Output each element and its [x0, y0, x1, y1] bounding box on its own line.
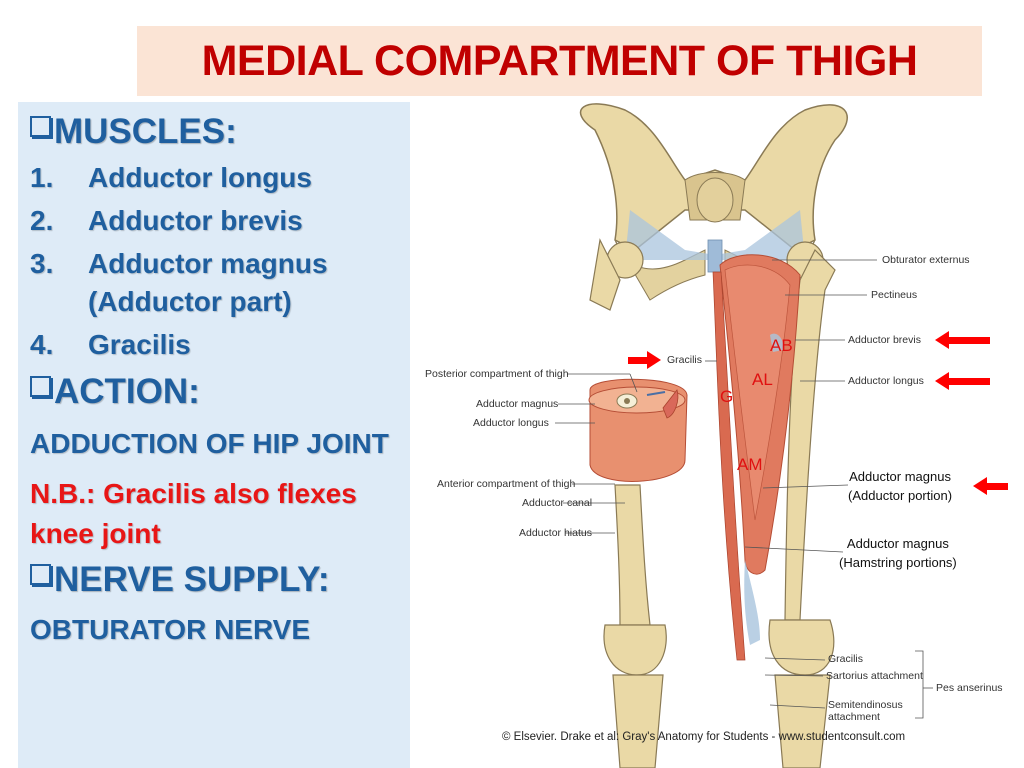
nerve-heading: NERVE SUPPLY:: [30, 558, 400, 602]
checkbox-bullet-icon: [30, 376, 51, 397]
list-item-text: Gracilis: [88, 329, 191, 360]
abbr-ab: AB: [770, 336, 793, 355]
arrow-gracilis-icon: [628, 351, 661, 369]
list-item-text: Adductor longus: [88, 162, 312, 193]
label-anterior-compartment: Anterior compartment of thigh: [437, 478, 576, 490]
list-item-text: Adductor brevis: [88, 205, 303, 236]
arrow-adductor-longus-icon: [935, 372, 990, 390]
adductor-muscles-illustration: [712, 254, 801, 661]
label-gracilis: Gracilis: [667, 354, 703, 366]
abbr-al: AL: [752, 370, 773, 389]
list-item: 4. Gracilis: [30, 326, 400, 364]
label-adductor-longus-left: Adductor longus: [473, 417, 549, 429]
list-item-number: 3.: [30, 248, 54, 279]
nb-note: N.B.: Gracilis also flexes knee joint: [30, 478, 357, 549]
list-item: 1. Adductor longus: [30, 159, 400, 197]
left-text-panel: MUSCLES: 1. Adductor longus 2. Adductor br…: [18, 102, 410, 768]
nerve-text: OBTURATOR NERVE: [30, 614, 311, 645]
label-obturator-externus: Obturator externus: [882, 254, 970, 266]
list-item-number: 2.: [30, 205, 54, 236]
label-adductor-longus: Adductor longus: [848, 375, 924, 387]
list-item: 3. Adductor magnus (Adductor part): [30, 245, 400, 321]
label-adductor-hiatus: Adductor hiatus: [519, 527, 592, 539]
muscles-list: 1. Adductor longus 2. Adductor brevis 3. Ad…: [30, 159, 400, 364]
abbr-am: AM: [737, 455, 763, 474]
callout-magnus-adductor-line2: (Adductor portion): [848, 488, 953, 503]
list-item-number: 1.: [30, 162, 54, 193]
list-item-number: 4.: [30, 329, 54, 360]
muscles-heading: MUSCLES:: [30, 110, 400, 154]
right-femur-illustration: [768, 241, 836, 768]
arrow-adductor-brevis-icon: [935, 331, 990, 349]
label-posterior-compartment: Posterior compartment of thigh: [425, 368, 569, 380]
action-heading-text: ACTION:: [54, 372, 200, 411]
callout-magnus-hamstring-line1: Adductor magnus: [846, 536, 949, 551]
title-banner: MEDIAL COMPARTMENT OF THIGH: [137, 26, 982, 96]
label-pectineus: Pectineus: [871, 289, 918, 301]
anatomy-figure: Obturator externus Pectineus Adductor br…: [415, 100, 1024, 768]
label-adductor-magnus: Adductor magnus: [476, 398, 559, 410]
action-text: ADDUCTION OF HIP JOINT: [30, 428, 389, 459]
figure-credit: © Elsevier. Drake et al: Gray's Anatomy …: [502, 731, 906, 743]
leader-lines: [555, 259, 933, 719]
list-item-text: Adductor magnus (Adductor part): [88, 248, 328, 317]
checkbox-bullet-icon: [30, 564, 51, 585]
list-item: 2. Adductor brevis: [30, 202, 400, 240]
action-heading: ACTION:: [30, 370, 400, 414]
callout-magnus-adductor: Adductor magnus (Adductor portion): [848, 467, 952, 505]
nerve-heading-text: NERVE SUPPLY:: [54, 560, 330, 599]
arrow-adductor-magnus-icon: [973, 477, 1008, 495]
label-sartorius-attachment: Sartorius attachment: [826, 670, 923, 682]
label-adductor-brevis: Adductor brevis: [848, 334, 921, 346]
checkbox-bullet-icon: [30, 116, 51, 137]
label-pes-anserinus: Pes anserinus: [936, 682, 1003, 694]
label-semitendinosus-attachment: Semitendinosus attachment: [828, 699, 903, 723]
slide-title: MEDIAL COMPARTMENT OF THIGH: [201, 36, 918, 85]
abbr-g: G: [720, 387, 734, 406]
thigh-anatomy-illustration: [555, 103, 1008, 768]
red-arrows: [628, 331, 1008, 495]
callout-magnus-adductor-line1: Adductor magnus: [849, 469, 951, 484]
muscles-heading-text: MUSCLES:: [54, 112, 237, 151]
label-adductor-canal: Adductor canal: [522, 497, 593, 509]
left-femur-illustration: [588, 238, 688, 768]
label-gracilis-bottom: Gracilis: [828, 653, 864, 665]
callout-magnus-hamstring-line2: (Hamstring portions): [839, 555, 957, 570]
callout-magnus-hamstring: Adductor magnus (Hamstring portions): [839, 534, 957, 572]
